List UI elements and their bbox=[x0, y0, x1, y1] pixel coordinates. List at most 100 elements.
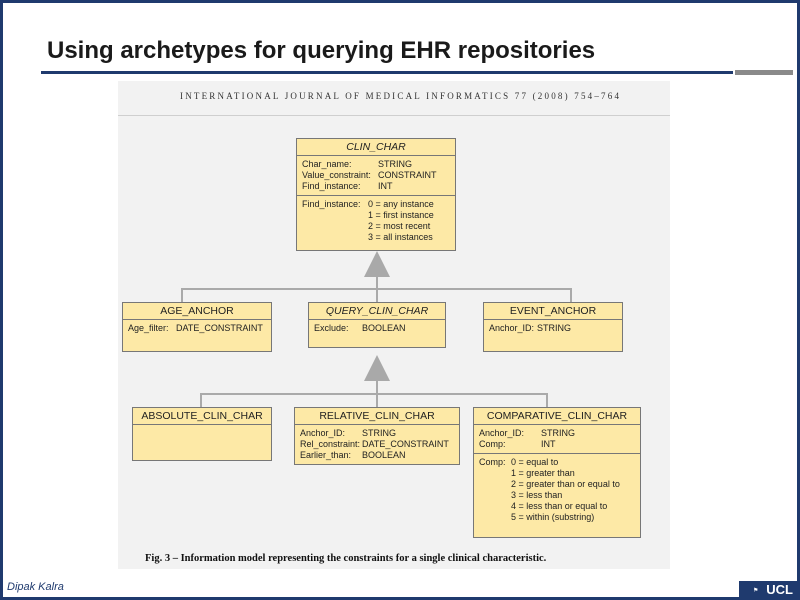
attribute-type: BOOLEAN bbox=[362, 323, 406, 333]
note-line: 3 = all instances bbox=[368, 232, 433, 242]
class-name: CLIN_CHAR bbox=[297, 139, 455, 156]
attribute-name: Exclude: bbox=[314, 323, 349, 333]
attribute-row: Rel_constraint:DATE_CONSTRAINT bbox=[300, 439, 454, 450]
connector-relative bbox=[376, 393, 378, 407]
class-name: RELATIVE_CLIN_CHAR bbox=[295, 408, 459, 425]
connector-age-anchor bbox=[181, 288, 183, 302]
attribute-name: Anchor_ID: bbox=[300, 428, 346, 438]
comparative-clin-char-class: COMPARATIVE_CLIN_CHAR Anchor_ID: STRING C… bbox=[473, 407, 641, 538]
class-attributes: Anchor_ID: STRING Comp: INT bbox=[474, 425, 640, 454]
connector-bottom-vertical bbox=[376, 381, 378, 395]
connector-comparative bbox=[546, 393, 548, 407]
attribute-type: CONSTRAINT bbox=[378, 170, 437, 180]
connector-bottom-horizontal bbox=[200, 393, 548, 395]
attribute-row: Find_instance: INT bbox=[302, 181, 450, 192]
note-line: 5 = within (substring) bbox=[511, 512, 595, 522]
note-row: 2 = greater than or equal to bbox=[479, 479, 635, 490]
attribute-row: Anchor_ID: STRING bbox=[479, 428, 635, 439]
class-name: EVENT_ANCHOR bbox=[484, 303, 622, 320]
class-attributes: Anchor_ID:STRING bbox=[484, 320, 622, 337]
note-row: Find_instance: 0 = any instance bbox=[302, 199, 450, 210]
connector-query bbox=[376, 288, 378, 302]
attribute-row: Age_filter: DATE_CONSTRAINT bbox=[128, 323, 266, 334]
note-row: 2 = most recent bbox=[302, 221, 450, 232]
note-line: 1 = greater than bbox=[511, 468, 575, 478]
connector-event-anchor bbox=[570, 288, 572, 302]
title-rule-accent bbox=[735, 70, 793, 75]
inheritance-arrow-bottom bbox=[364, 355, 390, 381]
note-row: 4 = less than or equal to bbox=[479, 501, 635, 512]
query-clin-char-class: QUERY_CLIN_CHAR Exclude: BOOLEAN bbox=[308, 302, 446, 348]
note-label: Find_instance: bbox=[302, 199, 361, 209]
note-line: 4 = less than or equal to bbox=[511, 501, 608, 511]
attribute-row: Exclude: BOOLEAN bbox=[314, 323, 440, 334]
attribute-name: Comp: bbox=[479, 439, 506, 449]
attribute-type: DATE_CONSTRAINT bbox=[176, 323, 263, 333]
attribute-name: Value_constraint: bbox=[302, 170, 371, 180]
ucl-logo: ⚑ UCL bbox=[739, 581, 797, 599]
attribute-type: STRING bbox=[541, 428, 576, 438]
note-row: 5 = within (substring) bbox=[479, 512, 635, 523]
absolute-clin-char-class: ABSOLUTE_CLIN_CHAR bbox=[132, 407, 272, 461]
class-name: QUERY_CLIN_CHAR bbox=[309, 303, 445, 320]
journal-header: INTERNATIONAL JOURNAL OF MEDICAL INFORMA… bbox=[180, 91, 622, 101]
relative-clin-char-class: RELATIVE_CLIN_CHAR Anchor_ID: STRING Rel_… bbox=[294, 407, 460, 465]
class-attributes: Anchor_ID: STRING Rel_constraint:DATE_CON… bbox=[295, 425, 459, 464]
note-row: 1 = greater than bbox=[479, 468, 635, 479]
inheritance-arrow-top bbox=[364, 251, 390, 277]
note-row: 3 = all instances bbox=[302, 232, 450, 243]
attribute-row: Anchor_ID:STRING bbox=[489, 323, 617, 334]
clin-char-class: CLIN_CHAR Char_name: STRING Value_constra… bbox=[296, 138, 456, 251]
ucl-logo-text: UCL bbox=[766, 582, 793, 597]
class-notes: Find_instance: 0 = any instance 1 = first… bbox=[297, 196, 455, 246]
attribute-type: STRING bbox=[378, 159, 413, 169]
class-attributes: Age_filter: DATE_CONSTRAINT bbox=[123, 320, 271, 337]
attribute-type: STRING bbox=[362, 428, 397, 438]
caption-label: Fig. 3 – bbox=[145, 553, 178, 564]
slide-title: Using archetypes for querying EHR reposi… bbox=[47, 37, 596, 64]
note-row: 3 = less than bbox=[479, 490, 635, 501]
attribute-name: Char_name: bbox=[302, 159, 352, 169]
note-line: 1 = first instance bbox=[368, 210, 434, 220]
attribute-row: Value_constraint: CONSTRAINT bbox=[302, 170, 450, 181]
attribute-type: INT bbox=[541, 439, 556, 449]
caption-text: Information model representing the const… bbox=[180, 553, 547, 564]
note-row: 1 = first instance bbox=[302, 210, 450, 221]
journal-rule bbox=[118, 115, 670, 116]
note-line: 2 = greater than or equal to bbox=[511, 479, 620, 489]
ucl-logo-mark-icon: ⚑ bbox=[753, 588, 759, 594]
note-line: 2 = most recent bbox=[368, 221, 431, 231]
attribute-name: Anchor_ID: bbox=[489, 323, 535, 333]
attribute-type: DATE_CONSTRAINT bbox=[362, 439, 449, 449]
attribute-row: Anchor_ID: STRING bbox=[300, 428, 454, 439]
figure-image: INTERNATIONAL JOURNAL OF MEDICAL INFORMA… bbox=[118, 81, 670, 569]
attribute-type: STRING bbox=[537, 323, 572, 333]
class-attributes: Exclude: BOOLEAN bbox=[309, 320, 445, 337]
attribute-name: Age_filter: bbox=[128, 323, 169, 333]
author-footer: Dipak Kalra bbox=[7, 581, 64, 593]
attribute-type: INT bbox=[378, 181, 393, 191]
class-notes: Comp: 0 = equal to 1 = greater than 2 = g… bbox=[474, 454, 640, 526]
note-line: 3 = less than bbox=[511, 490, 563, 500]
connector-top-vertical bbox=[376, 277, 378, 291]
attribute-type: BOOLEAN bbox=[362, 450, 406, 460]
attribute-row: Earlier_than: BOOLEAN bbox=[300, 450, 454, 461]
attribute-name: Earlier_than: bbox=[300, 450, 352, 460]
event-anchor-class: EVENT_ANCHOR Anchor_ID:STRING bbox=[483, 302, 623, 352]
title-rule bbox=[41, 71, 733, 74]
note-label: Comp: bbox=[479, 457, 506, 467]
attribute-row: Comp: INT bbox=[479, 439, 635, 450]
note-row: Comp: 0 = equal to bbox=[479, 457, 635, 468]
note-line: 0 = equal to bbox=[511, 457, 559, 467]
attribute-name: Rel_constraint: bbox=[300, 439, 361, 449]
class-name: COMPARATIVE_CLIN_CHAR bbox=[474, 408, 640, 425]
class-name: ABSOLUTE_CLIN_CHAR bbox=[133, 408, 271, 425]
age-anchor-class: AGE_ANCHOR Age_filter:DATE_CONSTRAINT bbox=[122, 302, 272, 352]
figure-caption: Fig. 3 – Information model representing … bbox=[145, 553, 546, 564]
attribute-row: Char_name: STRING bbox=[302, 159, 450, 170]
note-line: 0 = any instance bbox=[368, 199, 434, 209]
attribute-name: Find_instance: bbox=[302, 181, 361, 191]
class-attributes: Char_name: STRING Value_constraint: CONSTR… bbox=[297, 156, 455, 196]
attribute-name: Anchor_ID: bbox=[479, 428, 525, 438]
